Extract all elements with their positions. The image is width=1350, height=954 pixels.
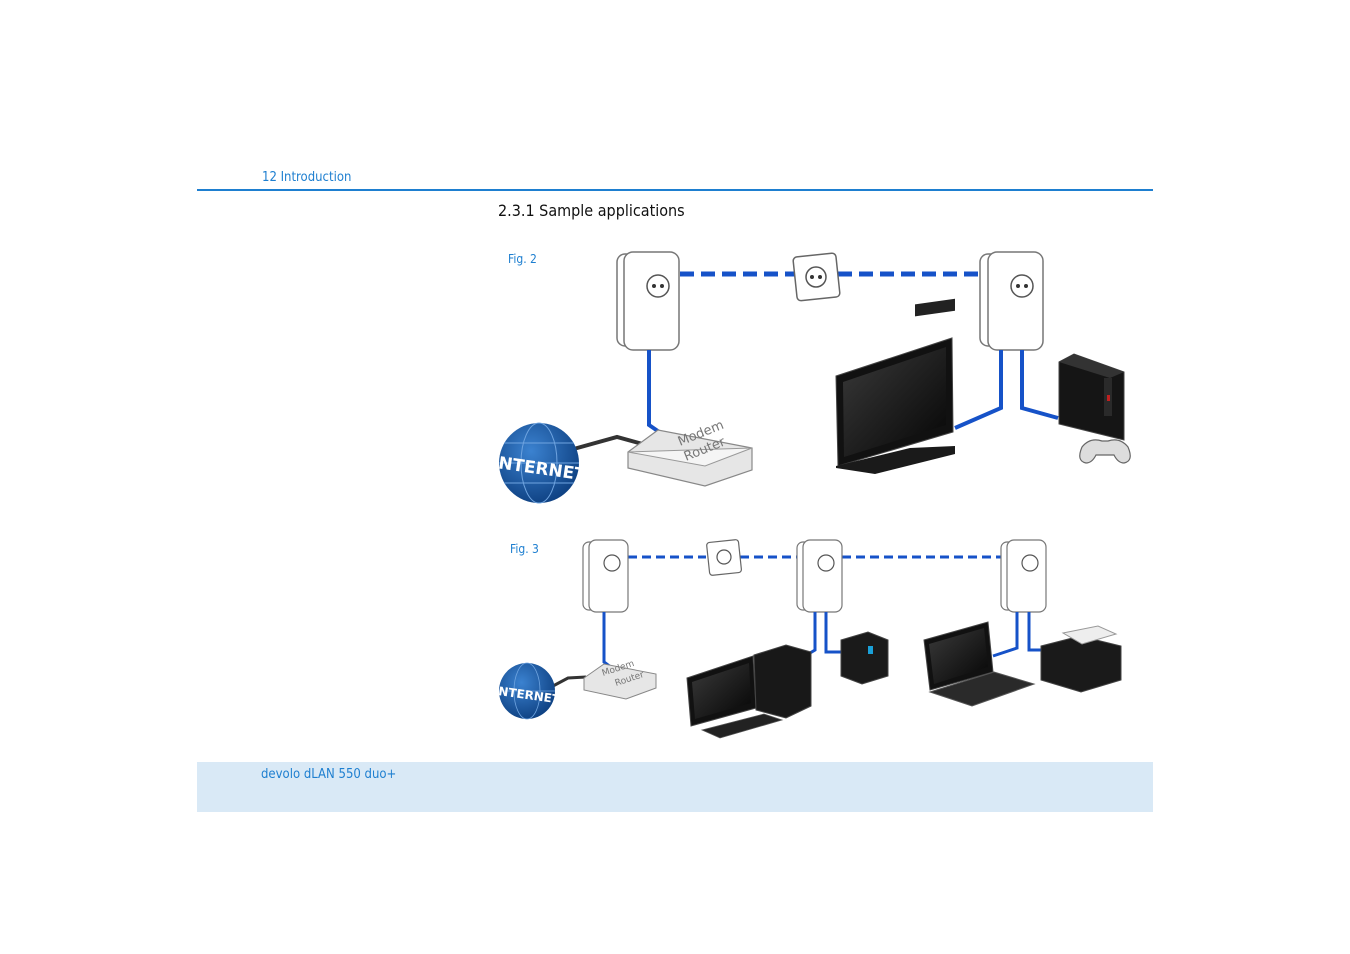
section-title: 2.3.1 Sample applications: [498, 201, 685, 220]
figure-2-diagram: INTERNET Modem Router: [491, 251, 1131, 504]
wall-socket-icon: [706, 539, 742, 576]
network-storage-icon: [840, 631, 889, 685]
tv-icon: [835, 298, 955, 474]
dlan-adapter-icon: [1000, 539, 1047, 613]
printer-icon: [1040, 625, 1122, 693]
footer-product-name: devolo dLAN 550 duo+: [261, 767, 397, 782]
dlan-adapter-icon: [582, 539, 629, 613]
modem-router-icon: Modem Router: [627, 418, 753, 487]
modem-router-icon: Modem Router: [583, 659, 657, 700]
game-console-icon: [1058, 353, 1125, 441]
header-divider: [197, 189, 1153, 191]
dlan-adapter-icon: [796, 539, 843, 613]
gamepad-icon: [1079, 439, 1131, 464]
page-footer: devolo dLAN 550 duo+: [197, 762, 1153, 812]
figure-2-label: Fig. 2: [508, 252, 537, 266]
dlan-adapter-icon: [979, 251, 1044, 351]
internet-globe-icon: INTERNET: [493, 662, 562, 720]
dlan-adapter-icon: [616, 251, 680, 351]
laptop-icon: [923, 621, 1036, 707]
figure-3-diagram: INTERNET Modem Router: [493, 539, 1122, 739]
figure-3-label: Fig. 3: [510, 542, 539, 556]
page-header-label: 12 Introduction: [262, 170, 352, 185]
internet-globe-icon: INTERNET: [491, 422, 587, 504]
wall-socket-icon: [792, 252, 841, 302]
desktop-computer-icon: [686, 644, 812, 739]
